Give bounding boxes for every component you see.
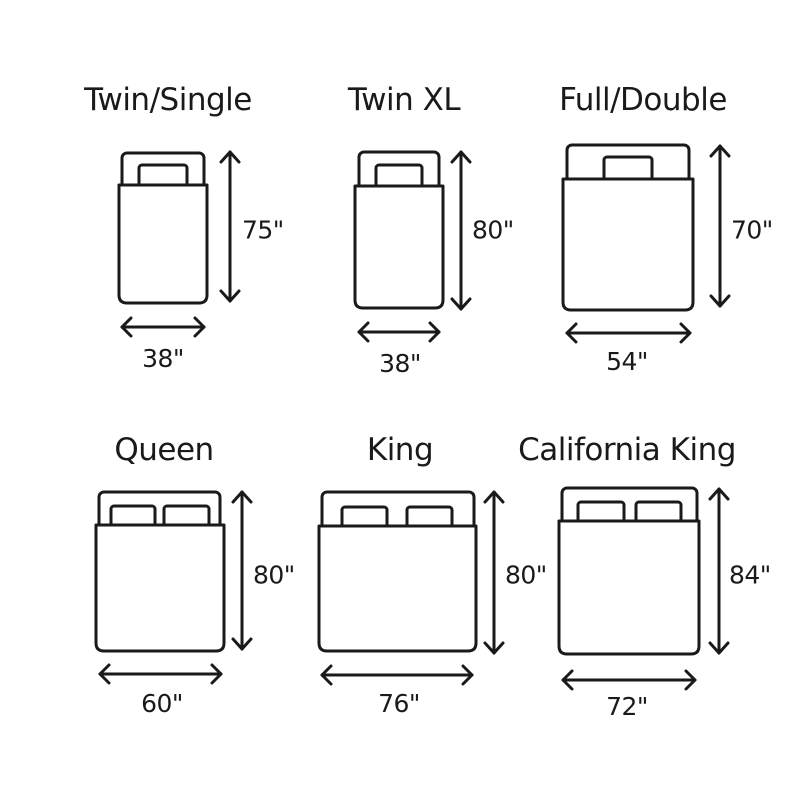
bed-title-twin-single: Twin/Single (84, 82, 252, 118)
length-arrow-icon (709, 144, 731, 308)
bed-icon-king (317, 490, 505, 686)
width-label-queen: 60" (141, 689, 183, 718)
width-label-full-double: 54" (606, 347, 648, 376)
width-arrow-icon (357, 321, 441, 343)
bed-title-queen: Queen (114, 432, 214, 468)
width-arrow-icon (120, 316, 206, 338)
length-label-full-double: 70" (731, 215, 773, 245)
width-arrow-icon (320, 664, 474, 686)
length-arrow-icon (450, 150, 472, 311)
bed-icon-california-king (557, 486, 730, 691)
bed-icon-queen (94, 490, 253, 685)
width-arrow-icon (98, 663, 223, 685)
bed-title-twin-xl: Twin XL (347, 82, 461, 118)
width-label-twin-single: 38" (142, 344, 184, 373)
length-label-twin-single: 75" (242, 215, 284, 245)
length-label-twin-xl: 80" (472, 215, 514, 245)
width-arrow-icon (561, 669, 697, 691)
length-arrow-icon (483, 490, 505, 655)
length-label-california-king: 84" (729, 560, 771, 590)
bed-title-king: King (366, 432, 434, 468)
width-arrow-icon (565, 322, 692, 344)
width-label-twin-xl: 38" (379, 349, 421, 378)
bed-icon-twin-xl (353, 150, 472, 343)
length-arrow-icon (231, 490, 253, 651)
width-label-california-king: 72" (606, 692, 648, 721)
width-label-king: 76" (378, 689, 420, 718)
bed-title-california-king: California King (518, 432, 736, 468)
length-label-queen: 80" (253, 560, 295, 590)
length-arrow-icon (219, 150, 241, 303)
length-arrow-icon (708, 487, 730, 655)
bed-title-full-double: Full/Double (559, 82, 727, 118)
bed-icon-twin-single (117, 150, 241, 338)
bed-icon-full-double (561, 143, 731, 344)
length-label-king: 80" (505, 560, 547, 590)
